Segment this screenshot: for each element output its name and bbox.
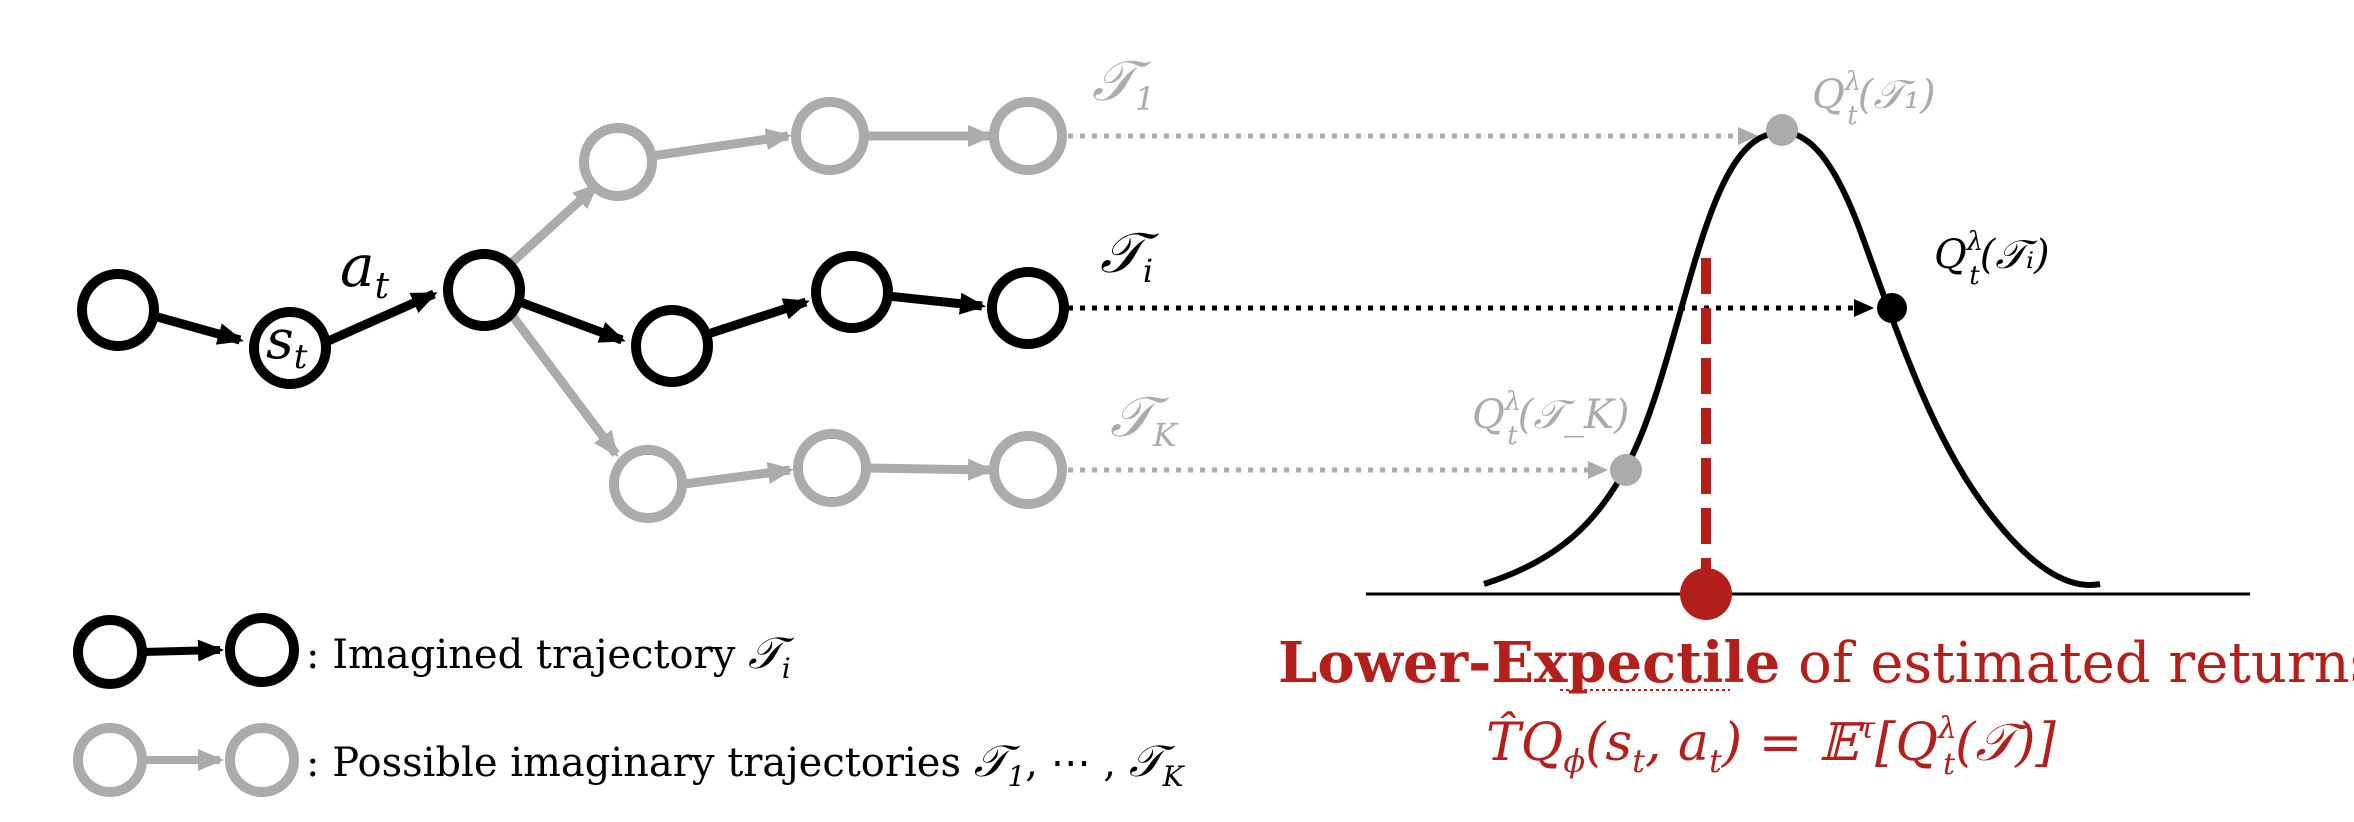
edge-next-to-ti1 bbox=[518, 297, 626, 345]
legend-possible-label: : Possible imaginary trajectories 𝒯1, ⋯ … bbox=[306, 736, 1186, 793]
node-tk-3 bbox=[989, 431, 1067, 509]
node-ti-1 bbox=[631, 305, 713, 387]
node-prev bbox=[77, 269, 159, 351]
node-ti-2 bbox=[811, 251, 893, 333]
point-q1 bbox=[1766, 114, 1798, 146]
label-action: at bbox=[340, 232, 390, 307]
edge-tk-2-3 bbox=[865, 458, 994, 481]
legend-possible-node-a bbox=[73, 723, 147, 797]
edge-root-to-tk bbox=[504, 307, 620, 458]
label-traj-i: 𝒯i bbox=[1100, 221, 1159, 290]
legend-possible: : Possible imaginary trajectories 𝒯1, ⋯ … bbox=[73, 723, 1186, 797]
expectile-marker bbox=[1680, 568, 1732, 620]
legend-imagined-arrow bbox=[141, 639, 224, 662]
node-next bbox=[443, 249, 525, 331]
node-t1-3 bbox=[989, 97, 1067, 175]
trajectory-main-group: st at 𝒯i bbox=[77, 221, 1874, 389]
node-tk-2 bbox=[793, 429, 871, 507]
edge-ti-2-3 bbox=[887, 291, 986, 315]
edge-root-to-t1 bbox=[504, 182, 600, 270]
label-traj-1: 𝒯1 bbox=[1092, 49, 1155, 118]
point-qk bbox=[1610, 454, 1642, 486]
node-t1-1 bbox=[579, 123, 657, 201]
trajectory-k-group: 𝒯K bbox=[504, 307, 1608, 523]
trajectory-1-group: 𝒯1 bbox=[504, 49, 1758, 270]
node-ti-3 bbox=[987, 267, 1069, 349]
edge-prev-to-st bbox=[152, 311, 244, 345]
legend-possible-node-b bbox=[225, 723, 299, 797]
node-tk-1 bbox=[609, 445, 687, 523]
node-state bbox=[249, 307, 331, 389]
edge-tk-1-2 bbox=[683, 461, 794, 489]
legend-imagined-node-a bbox=[73, 615, 147, 689]
point-qi bbox=[1877, 293, 1907, 323]
legend-imagined: : Imagined trajectory 𝒯i bbox=[73, 613, 795, 689]
node-t1-2 bbox=[791, 97, 869, 175]
edge-action bbox=[324, 289, 438, 347]
edge-ti-1-2 bbox=[706, 297, 810, 339]
caption: Lower-Expectile of estimated returns T̂Q… bbox=[1278, 630, 2354, 782]
legend-imagined-node-b bbox=[225, 613, 299, 687]
legend-imagined-label: : Imagined trajectory 𝒯i bbox=[306, 628, 795, 685]
distribution-curve bbox=[1483, 129, 2101, 588]
edge-t1-1-2 bbox=[651, 128, 792, 161]
caption-title: Lower-Expectile of estimated returns bbox=[1278, 630, 2354, 696]
label-traj-k: 𝒯K bbox=[1110, 385, 1179, 454]
label-state: st bbox=[266, 308, 308, 377]
legend: : Imagined trajectory 𝒯i : Possible imag… bbox=[73, 613, 1186, 797]
